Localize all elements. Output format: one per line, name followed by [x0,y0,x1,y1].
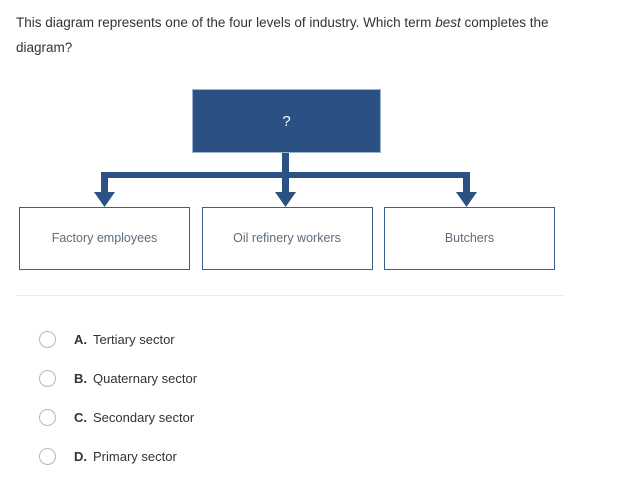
section-divider [16,295,565,296]
answer-letter-d: D. [74,449,87,464]
answer-letter-b: B. [74,371,87,386]
diagram-root-node: ? [192,89,381,153]
answer-text-b: Quaternary sector [93,371,198,386]
diagram-root-label: ? [282,112,291,130]
diagram-leaf-label-2: Oil refinery workers [233,231,341,246]
diagram-leaf-node-2: Oil refinery workers [201,207,373,270]
answer-letter-c: C. [74,410,87,425]
answer-text-c: Secondary sector [93,410,195,425]
diagram-leaf-label-1: Factory employees [51,231,158,246]
answer-option-d[interactable]: D. Primary sector [16,437,576,476]
answer-option-a[interactable]: A. Tertiary sector [16,320,576,359]
diagram-leaf-node-1: Factory employees [19,207,190,270]
question-text-part-1: This diagram represents one of the four … [16,15,436,30]
diagram-leaf-row: Factory employees Oil refinery workers B… [19,207,555,270]
answer-option-b[interactable]: B. Quaternary sector [16,359,576,398]
answer-option-c[interactable]: C. Secondary sector [16,398,576,437]
diagram-leaf-label-3: Butchers [444,231,495,246]
question-text-part-2: completes the diagram? [16,15,549,55]
answer-letter-a: A. [74,332,87,347]
radio-button-a[interactable] [39,331,56,348]
question-emphasis-word: best [435,15,461,30]
radio-button-c[interactable] [39,409,56,426]
diagram-leaf-node-3: Butchers [384,207,555,270]
answer-text-a: Tertiary sector [93,332,175,347]
radio-button-b[interactable] [39,370,56,387]
question-prompt: This diagram represents one of the four … [16,10,576,60]
industry-levels-diagram: ? Factory employees Oil refinery workers [0,80,617,280]
radio-button-d[interactable] [39,448,56,465]
answer-text-d: Primary sector [93,449,177,464]
answer-options-list: A. Tertiary sector B. Quaternary sector … [16,320,576,476]
